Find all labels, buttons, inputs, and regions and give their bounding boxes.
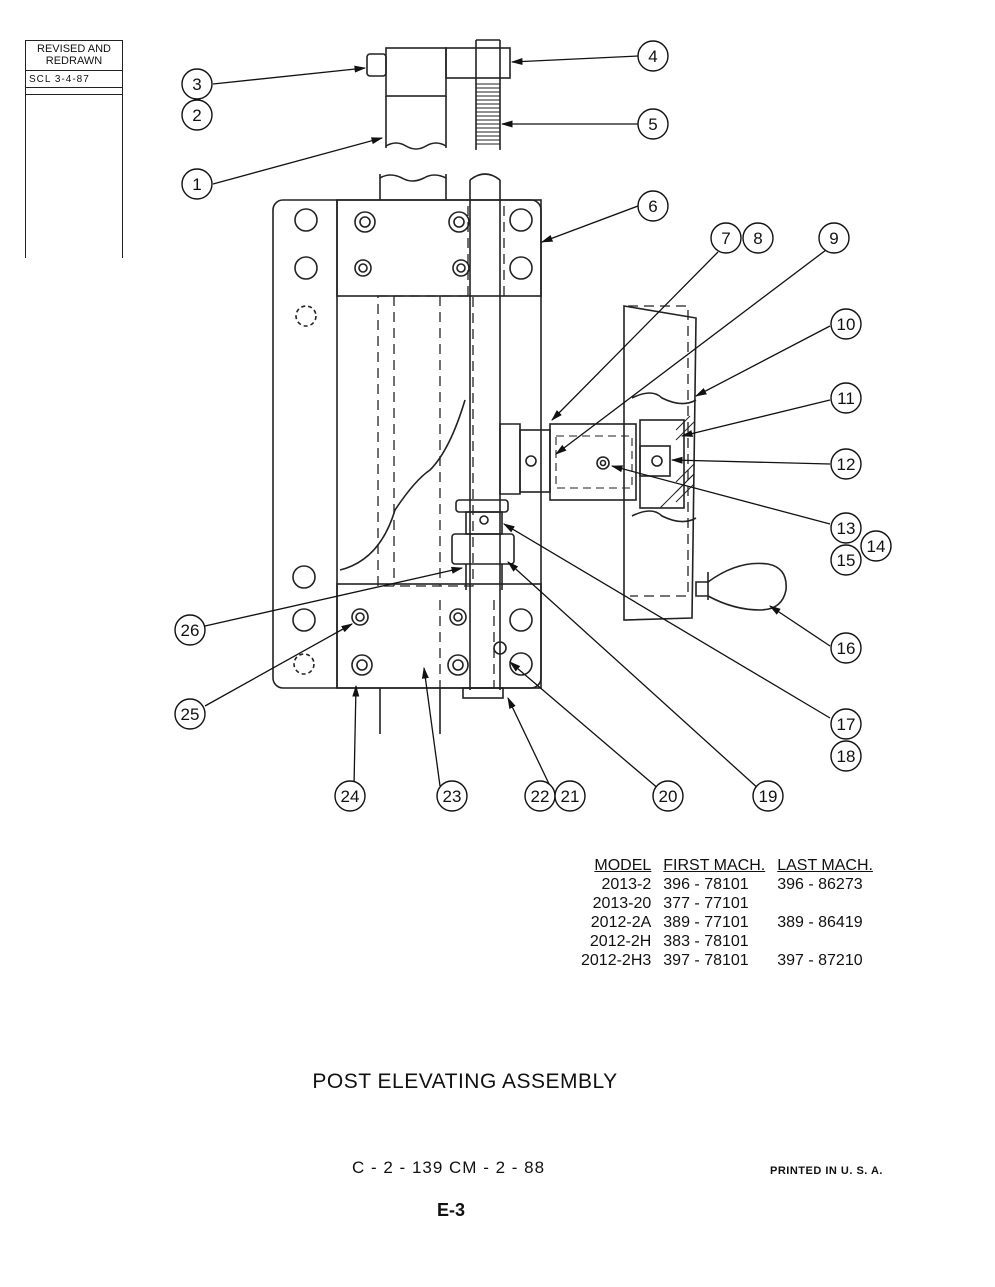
callout-bubbles: [174, 40, 892, 812]
callout-19: 19: [759, 787, 778, 806]
cap-screws: [351, 211, 507, 676]
cell-last: [771, 932, 879, 951]
printed-note: PRINTED IN U. S. A.: [770, 1165, 883, 1177]
cell-first: 383 - 78101: [663, 933, 749, 950]
revision-date: SCL 3-4-87: [26, 71, 122, 88]
table-row: 2012-2H 383 - 78101: [575, 932, 879, 951]
table-row: 2012-2H3 397 - 78101 397 - 87210: [575, 951, 879, 970]
callout-7: 7: [721, 229, 730, 248]
callout-6: 6: [648, 197, 657, 216]
callout-20: 20: [659, 787, 678, 806]
upper-bracket: [336, 199, 542, 297]
leader-lines: [204, 55, 831, 791]
revision-line-2: REDRAWN: [45, 55, 103, 67]
cell-model: 2013-2: [601, 876, 652, 893]
revision-divider: [26, 88, 122, 95]
callout-10: 10: [837, 315, 856, 334]
revision-heading: REVISED AND REDRAWN: [26, 40, 122, 71]
page-number: E-3: [437, 1200, 466, 1220]
callout-23: 23: [443, 787, 462, 806]
mount-holes: [292, 208, 533, 676]
callout-numbers: 3 2 1 4 5 6 7 8 9 10 11 12 13 14 15 16 1…: [181, 47, 886, 806]
callout-18: 18: [837, 747, 856, 766]
callout-9: 9: [829, 229, 838, 248]
cell-first: 389 - 77101: [663, 914, 749, 931]
col-last-mach: LAST MACH.: [777, 857, 873, 874]
drawing-numbers: C - 2 - 139 CM - 2 - 88: [352, 1158, 546, 1177]
cell-model: 2013-20: [592, 895, 652, 912]
model-table: MODEL FIRST MACH. LAST MACH. 2013-2 396 …: [575, 857, 879, 970]
gear-shaft: [499, 423, 671, 501]
col-first-mach: FIRST MACH.: [663, 857, 766, 874]
crank-handle: [695, 562, 787, 611]
revision-box: REVISED AND REDRAWN SCL 3-4-87: [25, 40, 123, 258]
callout-17: 17: [837, 715, 856, 734]
callout-24: 24: [341, 787, 360, 806]
callout-3: 3: [192, 75, 201, 94]
crank-housing: [623, 305, 697, 621]
drawing-title: POST ELEVATING ASSEMBLY: [312, 1070, 618, 1093]
lower-bracket: [336, 583, 542, 689]
cell-last: 396 - 86273: [777, 876, 863, 893]
table-row: 2013-2 396 - 78101 396 - 86273: [575, 875, 879, 894]
callout-8: 8: [753, 229, 762, 248]
model-table-header: MODEL FIRST MACH. LAST MACH.: [575, 857, 879, 875]
cell-last: [771, 894, 879, 913]
callout-13: 13: [837, 519, 856, 538]
cell-last: 389 - 86419: [777, 914, 863, 931]
callout-22: 22: [531, 787, 550, 806]
col-model: MODEL: [594, 857, 652, 874]
callout-11: 11: [837, 389, 855, 408]
post-top-segment: [366, 47, 447, 150]
cell-model: 2012-2H3: [581, 952, 652, 969]
table-row: 2013-20 377 - 77101: [575, 894, 879, 913]
cell-last: 397 - 87210: [777, 952, 863, 969]
cell-model: 2012-2A: [590, 914, 652, 931]
callout-5: 5: [648, 115, 657, 134]
callout-2: 2: [192, 106, 201, 125]
cell-first: 397 - 78101: [663, 952, 749, 969]
callout-14: 14: [867, 537, 886, 556]
adjusting-screw-top: [445, 39, 511, 150]
callout-25: 25: [181, 705, 200, 724]
revision-line-1: REVISED AND: [37, 43, 111, 55]
cell-first: 377 - 77101: [663, 895, 749, 912]
callout-16: 16: [837, 639, 856, 658]
table-row: 2012-2A 389 - 77101 389 - 86419: [575, 913, 879, 932]
callout-21: 21: [561, 787, 580, 806]
callout-4: 4: [648, 47, 657, 66]
callout-15: 15: [837, 551, 856, 570]
callout-1: 1: [192, 175, 201, 194]
cell-first: 396 - 78101: [663, 876, 749, 893]
cell-model: 2012-2H: [589, 933, 652, 950]
lift-post: [451, 499, 515, 590]
callout-26: 26: [181, 621, 200, 640]
callout-12: 12: [837, 455, 856, 474]
